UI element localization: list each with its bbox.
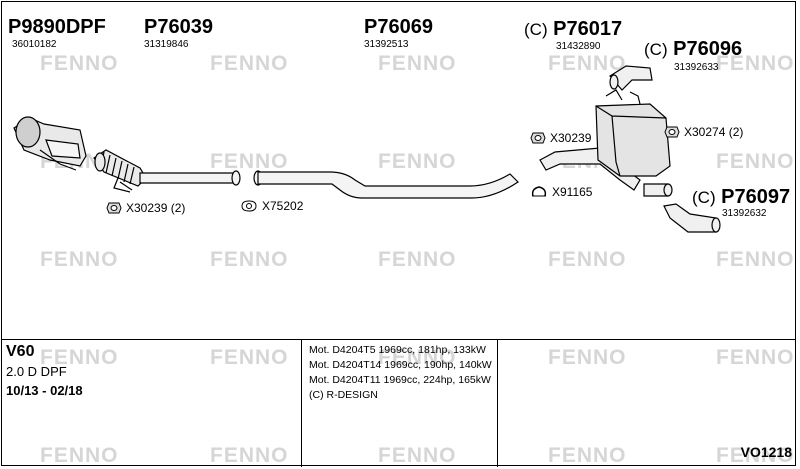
motor-line: Mot. D4204T14 1969cc, 190hp, 140kW [309,359,492,371]
vehicle-engine: 2.0 D DPF [6,364,67,379]
oe-number: 31392632 [722,208,767,219]
dpf-unit-drawing [13,116,87,171]
fenno-watermark: FENNO [548,52,627,75]
motor-line: Mot. D4204T11 1969cc, 224hp, 165kW [309,374,491,386]
fenno-watermark: FENNO [548,248,627,271]
fenno-watermark: FENNO [210,52,289,75]
vehicle-divider [301,339,302,467]
gasket-icon [241,200,257,212]
part-number-p76097[interactable]: (C) P76097 [692,186,790,209]
part-number-p76017[interactable]: (C) P76017 [524,18,622,41]
accessory-label: X91165 [552,185,593,199]
part-prefix: (C) [644,40,668,59]
fenno-watermark: FENNO [40,248,119,271]
fenno-watermark: FENNO [378,346,457,369]
fenno-watermark: FENNO [378,444,457,467]
accessory-label: X30274 (2) [684,125,744,139]
motor-line: Mot. D4204T5 1969cc, 181hp, 133kW [309,344,486,356]
centre-pipe-drawing [257,171,519,199]
part-number-text: P76017 [553,18,623,40]
part-number-text: P76096 [673,38,743,60]
fenno-watermark: FENNO [716,150,795,173]
diagram-code: VO1218 [740,444,792,460]
accessory-x30274-2[interactable]: X30274 (2) [664,125,743,139]
fenno-watermark: FENNO [378,52,457,75]
fenno-watermark: FENNO [40,444,119,467]
motor-divider [497,339,498,467]
fenno-watermark: FENNO [210,346,289,369]
info-divider [1,339,796,340]
rubber-mount-icon [664,126,680,138]
oe-number: 31392513 [364,39,409,50]
fenno-watermark: FENNO [40,346,119,369]
part-number-p76039[interactable]: P76039 [144,16,213,39]
fenno-watermark: FENNO [210,150,289,173]
part-prefix: (C) [524,20,548,39]
vehicle-years: 10/13 - 02/18 [6,383,83,398]
fenno-watermark: FENNO [716,346,795,369]
fenno-watermark: FENNO [716,444,795,467]
fenno-watermark: FENNO [716,52,795,75]
accessory-label: X30239 (2) [126,201,186,215]
accessory-x75202[interactable]: X75202 [240,199,303,213]
tail-pipe-upper-drawing [609,65,653,91]
part-number-p9890dpf[interactable]: P9890DPF [8,16,106,39]
oe-number: 31319846 [144,39,189,50]
part-number-text: P76097 [721,186,791,208]
front-pipe-drawing [139,170,263,186]
fenno-watermark: FENNO [378,150,457,173]
tail-pipe-lower-drawing [663,203,721,233]
fenno-watermark: FENNO [548,346,627,369]
fenno-watermark: FENNO [716,248,795,271]
part-number-p76069[interactable]: P76069 [364,16,433,39]
part-number-text: P9890DPF [8,16,106,38]
silencer-outlet-drawing [643,183,673,197]
fenno-watermark: FENNO [548,444,627,467]
vehicle-model: V60 [6,343,35,360]
accessory-x30239[interactable]: X30239 [530,131,591,145]
oe-number: 31392633 [674,62,719,73]
fenno-watermark: FENNO [210,444,289,467]
rear-silencer-drawing [595,89,671,177]
accessory-x30239-2[interactable]: X30239 (2) [106,201,185,215]
accessory-label: X30239 [550,131,592,145]
clamp-icon [531,186,547,197]
fenno-watermark: FENNO [378,248,457,271]
fenno-watermark: FENNO [40,52,119,75]
part-number-p76096[interactable]: (C) P76096 [644,38,742,61]
rubber-mount-icon [530,132,546,144]
oe-number: 31432890 [556,41,601,52]
accessory-x91165[interactable]: X91165 [530,185,592,199]
oe-number: 36010182 [12,39,57,50]
motor-line: (C) R-DESIGN [309,389,378,401]
accessory-label: X75202 [262,199,304,213]
part-number-text: P76039 [144,16,213,38]
part-number-text: P76069 [364,16,433,38]
part-prefix: (C) [692,188,716,207]
rubber-mount-icon [106,202,122,214]
fenno-watermark: FENNO [210,248,289,271]
exhaust-drawing [13,65,721,233]
